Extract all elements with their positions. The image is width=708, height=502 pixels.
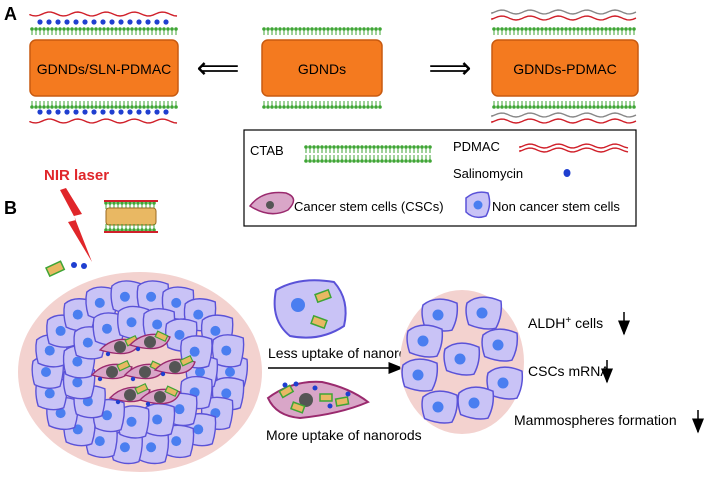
floating-nanorods (45, 260, 87, 278)
outcome-mammo: Mammospheres formation (514, 412, 677, 428)
salinomycin-dot-icon (563, 169, 571, 177)
tumor-spheroid (18, 272, 262, 472)
outcome-aldh: ALDH+ cells (528, 315, 603, 332)
legend-ctab-label: CTAB (250, 143, 284, 158)
rod-left-label: GDNDs/SLN-PDMAC (37, 61, 172, 77)
less-uptake-label: Less uptake of nanorods (268, 345, 421, 361)
small-nanorod-icon (104, 200, 158, 233)
legend-csc-label: Cancer stem cells (CSCs) (294, 199, 444, 214)
rod-gdnds: GDNDs (261, 27, 383, 109)
panel-b-label: B (4, 198, 17, 218)
csc-uptake-cell (266, 380, 370, 420)
non-csc-uptake-cell (273, 279, 347, 339)
laser-bolt-icon (60, 188, 92, 262)
legend: CTAB PDMAC Salinomycin Cancer stem cells… (243, 129, 637, 227)
treated-spheroid (400, 290, 524, 434)
outcomes: ALDH+ cells CSCs mRNA Mammospheres forma… (514, 312, 704, 434)
arrow-right-icon: ⟹ (428, 52, 471, 85)
rod-right-label: GDNDs-PDMAC (513, 61, 616, 77)
nir-laser-label: NIR laser (44, 167, 109, 184)
rod-center-label: GDNDs (298, 61, 346, 77)
arrow-left-icon: ⟸ (196, 52, 239, 85)
outcome-mrna: CSCs mRNA (528, 363, 610, 379)
rod-gdnds-sln-pdmac: GDNDs/SLN-PDMAC (29, 11, 179, 124)
legend-salinomycin-label: Salinomycin (453, 166, 523, 181)
legend-noncsc-label: Non cancer stem cells (492, 199, 620, 214)
panel-a-label: A (4, 4, 17, 24)
more-uptake-label: More uptake of nanorods (266, 427, 422, 443)
legend-pdmac-label: PDMAC (453, 139, 500, 154)
rod-gdnds-pdmac: GDNDs-PDMAC (491, 9, 639, 124)
